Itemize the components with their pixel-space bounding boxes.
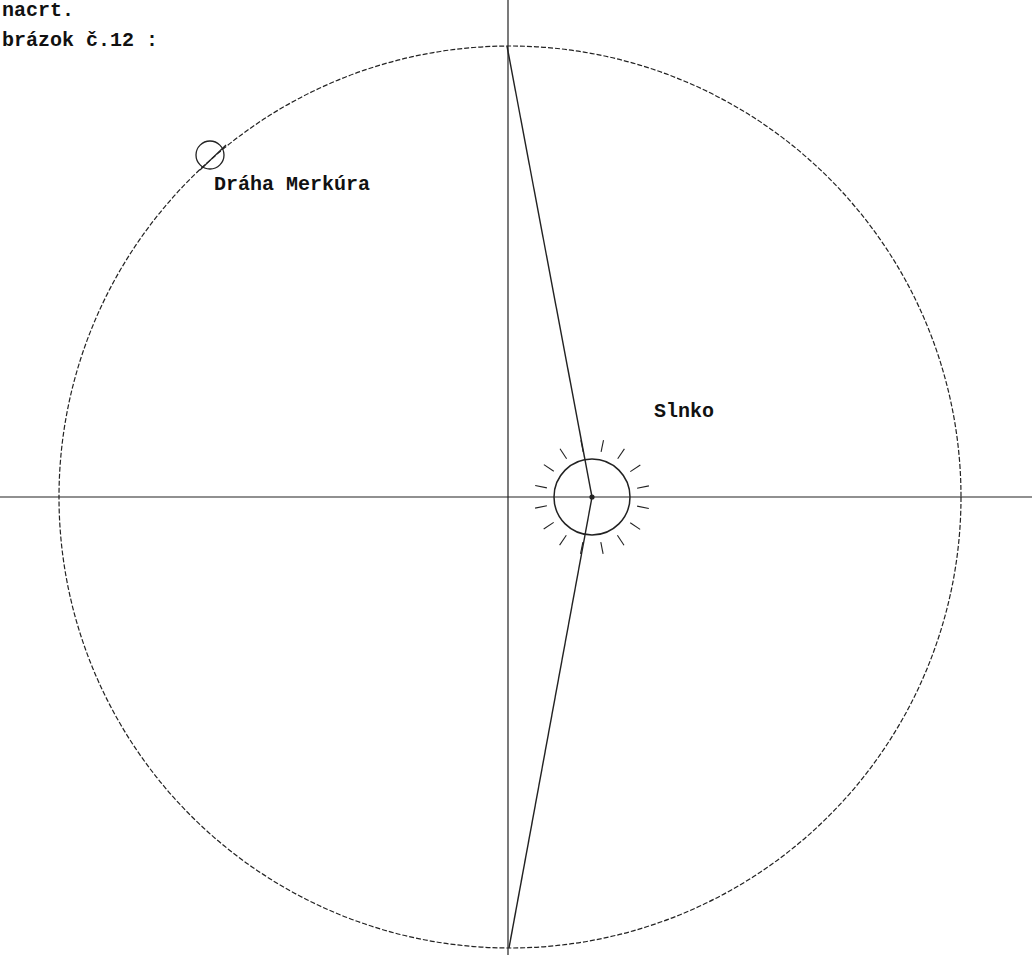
sun-ray [535,506,547,508]
sun-ray [560,449,567,459]
sun-ray [535,486,547,488]
figure-title: brázok č.12 : [2,30,158,52]
sun-ray [581,542,583,554]
sun-center [590,495,594,499]
sun-ray [637,486,649,488]
sun-ray [544,465,554,472]
radius-line [507,46,592,497]
sun-rays [535,440,649,554]
sun-ray [618,449,625,459]
mercury-tick [200,145,226,170]
sun-ray [544,522,554,529]
mercury-circle [196,141,224,169]
header-fragment: nacrt. [2,0,74,22]
sun-ray [601,440,603,452]
sun-ray [560,535,567,545]
vertical-axis [507,0,508,955]
sun-ray [637,506,649,508]
sun-ray [601,542,603,554]
sun-label: Slnko [652,401,716,423]
sun-ray [630,465,640,472]
orbit-label: Dráha Merkúra [212,174,372,196]
horizontal-axis [0,496,1032,497]
sun-ray [630,523,640,530]
sun-circle [554,459,630,535]
sun-ray [581,440,583,452]
radius-line [509,497,592,948]
sun-ray [617,535,624,545]
